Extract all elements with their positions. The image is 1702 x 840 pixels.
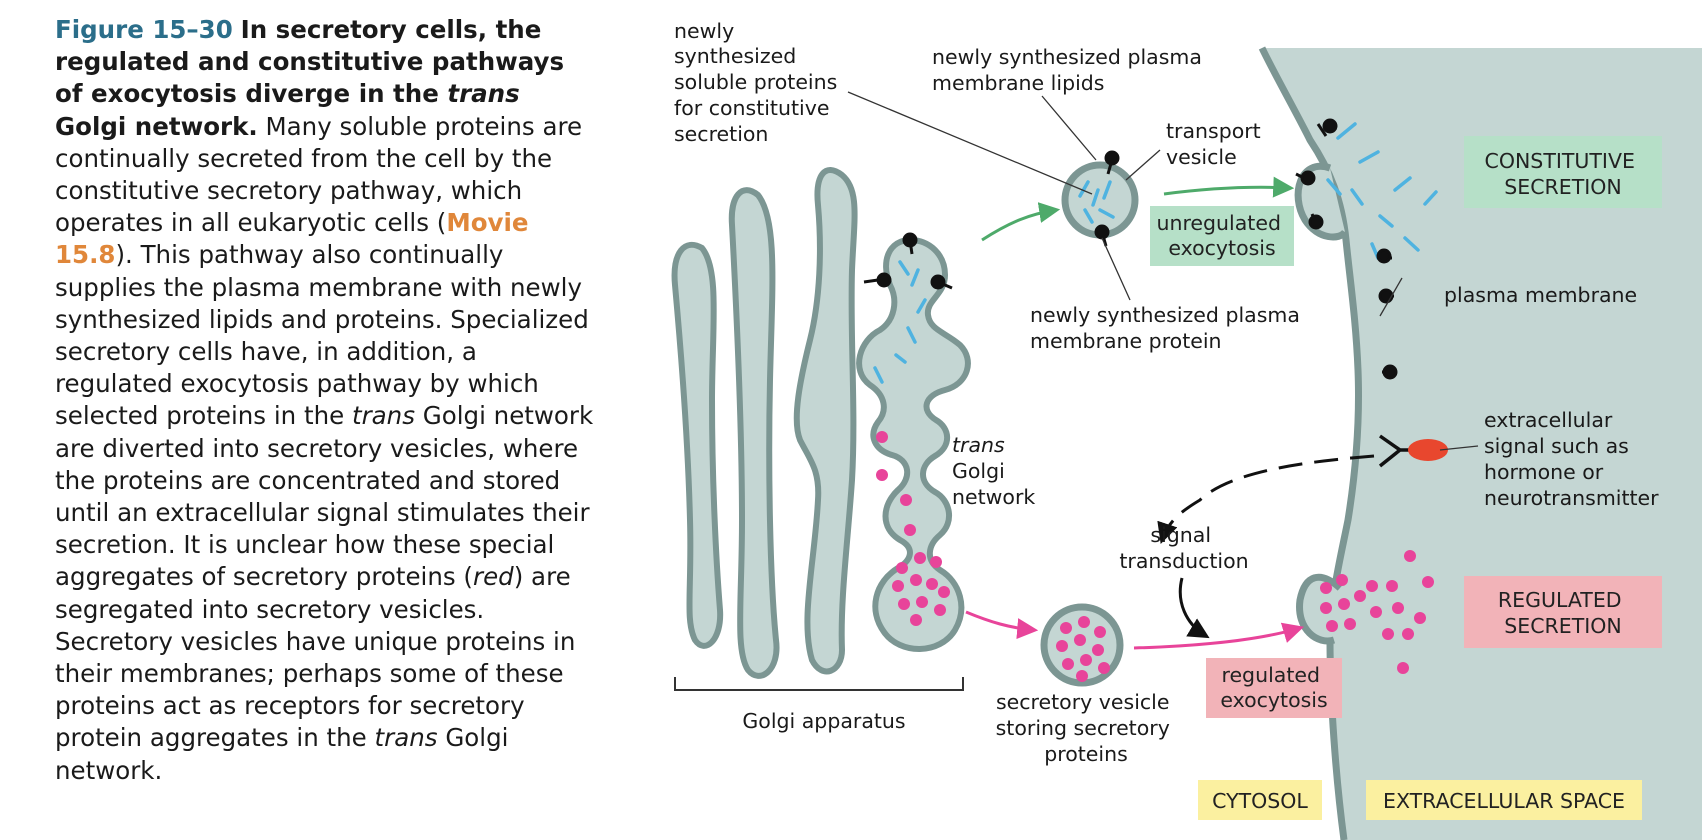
figure-title: In secretory cells, the regulated and co… [55,15,564,141]
leader-lines [847,91,1479,451]
soluble-proteins-label: newly synthesized soluble proteins for c… [674,19,844,146]
figure-title-part: Golgi network. [55,111,258,141]
transport-vesicle [1061,161,1139,239]
arrow-signal-transduction [1178,577,1210,639]
caption-italic: red [473,562,514,592]
golgi-apparatus-label: Golgi apparatus [742,709,905,733]
plasma-membrane-label: plasma membrane [1444,283,1637,307]
unregulated-exocytosis-box [1150,206,1294,266]
regulated-exocytosis-box [1206,658,1342,718]
arrow-golgi-to-secretory [965,610,1039,640]
trans-golgi-label: trans Golgi network [952,433,1035,509]
secretory-vesicle-label: secretory vesicle storing secretory prot… [996,690,1177,766]
arrow-golgi-to-transport [981,202,1061,242]
extracellular-space-label: EXTRACELLULAR SPACE [1383,789,1625,813]
golgi-cisterna-2 [728,187,780,679]
trans-golgi-network [856,236,971,652]
figure-caption: Figure 15–30 In secretory cells, the reg… [55,14,595,787]
pm-lipids-label: newly synthesized plasma membrane lipids [932,45,1208,95]
arrow-secretory-to-membrane [1133,622,1305,650]
caption-text: Many soluble proteins are continually se… [55,111,583,238]
arrow-signal-dashed [1157,454,1375,544]
golgi-apparatus-bracket [674,677,964,691]
constitutive-secretion-label: CONSTITUTIVE SECRETION [1485,149,1642,199]
cytosol-label: CYTOSOL [1212,789,1308,813]
secretory-proteins [876,431,1434,682]
unregulated-exocytosis-label: unregulated exocytosis [1156,211,1287,260]
pm-protein-label: newly synthesized plasma membrane protei… [1030,303,1306,353]
arrow-transport-to-membrane [1163,176,1295,198]
figure-title-italic: trans [447,79,520,109]
movie-link[interactable]: Movie 15.8 [55,208,529,270]
signal-transduction-label: signal transduction [1119,523,1248,573]
golgi-cisterna-3 [793,167,858,675]
golgi-cisterna-1 [671,241,724,649]
figure-number: Figure 15–30 [55,15,233,44]
caption-italic: trans [374,723,438,753]
constitutive-secretion-box [1464,136,1662,208]
extracellular-signal-label: extracellular signal such as hormone or … [1484,408,1659,510]
regulated-secretion-box [1464,576,1662,648]
caption-text: Golgi network. [55,723,509,785]
extracellular-space-box [1366,780,1642,820]
figure-title-part: In secretory cells, the regulated and co… [55,15,565,109]
cytosol-box [1198,780,1322,820]
signal-molecule-icon [1408,439,1448,461]
membrane-proteins [863,118,1398,380]
caption-text: ) are segregated into secretory vesicles… [55,562,576,753]
caption-text: Golgi network are diverted into secretor… [55,401,594,592]
regulated-secretion-label: REGULATED SECRETION [1498,588,1628,638]
caption-text: ). This pathway also continually supplie… [55,240,589,431]
transport-vesicle-label: transport vesicle [1166,119,1267,169]
caption-italic: trans [351,401,415,431]
regulated-exocytosis-label: regulated exocytosis [1220,663,1327,712]
